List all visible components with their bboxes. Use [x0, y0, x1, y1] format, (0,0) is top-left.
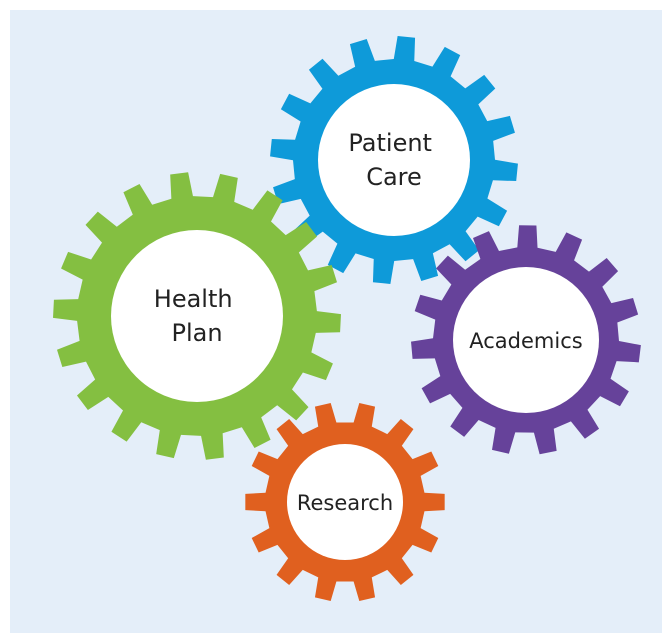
gear-research-hub	[287, 444, 403, 560]
gear-patient-care-label: Patient Care	[348, 129, 439, 191]
gear-health-plan-label-line-2: Plan	[171, 319, 222, 347]
gear-patient-care-label-line-1: Patient	[348, 129, 432, 157]
gear-research-label: Research	[297, 491, 393, 515]
gear-health-plan-label: Health Plan	[154, 285, 240, 347]
gear-health-plan-label-line-1: Health	[154, 285, 233, 313]
gear-patient-care: Patient Care	[270, 36, 518, 284]
gear-health-plan-hub	[111, 230, 283, 402]
gear-academics: Academics	[411, 225, 641, 455]
gear-research-label-line-1: Research	[297, 491, 393, 515]
gear-academics-label: Academics	[469, 329, 582, 353]
gear-research: Research	[245, 403, 445, 601]
gear-academics-hub	[453, 267, 599, 413]
gear-patient-care-hub	[318, 84, 470, 236]
gear-health-plan: Health Plan	[53, 172, 341, 460]
gear-patient-care-label-line-2: Care	[366, 163, 422, 191]
gear-academics-label-line-1: Academics	[469, 329, 582, 353]
